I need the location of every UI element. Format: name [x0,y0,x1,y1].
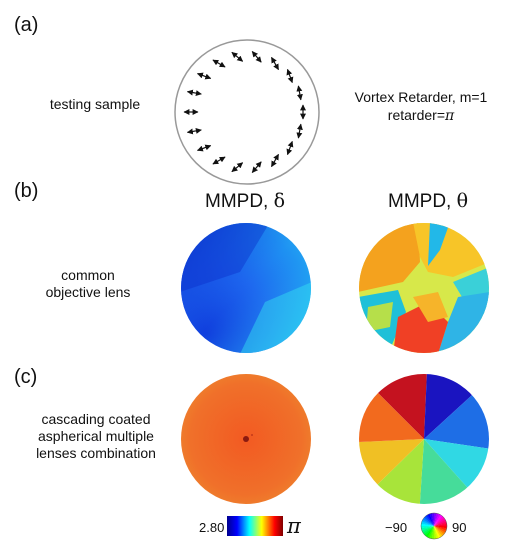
annotation-line-1: Vortex Retarder, m=1 [354,89,488,105]
wheel-segment [434,526,439,539]
vortex-retarder-sample [174,39,320,185]
double-arrow [270,56,280,71]
panel-label-b: (b) [14,180,39,202]
double-arrow [251,51,262,63]
wheel-segment [434,526,441,539]
colorwheel-theta [420,512,448,540]
wheel-segment [423,526,434,536]
column-title-delta: MMPD, δ [205,190,285,213]
mmpd-delta-objective-lens-map [181,223,311,353]
column-title-theta-text: MMPD, [388,191,457,212]
wheel-segment [425,526,434,538]
wheel-segment [427,526,434,539]
wheel-segment [434,526,444,537]
colorbar-theta-max: 90 [452,520,467,535]
double-arrow [296,85,303,101]
pi-symbol: π [445,108,455,124]
wheel-segment [424,515,434,526]
wheel-segment [427,513,434,526]
wheel-segment [422,517,434,526]
mmpd-theta-cascading-lenses-map [359,374,489,504]
row-label-a: testing sample [49,96,141,112]
colorbar-delta-jet [227,516,283,536]
sample-outline [174,39,320,185]
wheel-segment [434,513,441,526]
annotation-line-2-prefix: retarder= [387,107,445,123]
colorbar-theta-min: −90 [385,520,408,535]
double-arrow [286,68,294,84]
colorbar-delta-min: 2.80 [199,520,225,535]
wheel-segment [421,526,434,533]
wheel-segment [434,519,447,526]
row-label-c-line-1: cascading coated [41,411,151,427]
fast-axis-arrows [183,51,306,173]
mmpd-theta-objective-lens-map [359,223,489,353]
wheel-segment [422,526,434,535]
row-label-c-line-3: lenses combination [36,445,156,461]
annotation-line-2: retarder=π [336,106,506,125]
wheel-segment [425,514,434,526]
double-arrow [231,51,244,62]
row-label-c: cascading coated aspherical multiple len… [26,411,166,462]
double-arrow [196,72,212,80]
delta-symbol: δ [273,190,286,212]
double-arrow [231,162,244,173]
column-title-delta-text: MMPD, [205,191,274,212]
wheel-segment [421,525,434,529]
double-arrow [270,153,280,168]
double-arrow [212,59,226,68]
row-label-b: common objective lens [28,267,148,301]
wheel-segment [434,514,443,526]
panel-label-c: (c) [14,366,38,388]
double-arrow [296,123,303,139]
double-arrow [212,156,226,165]
wheel-segment [434,516,445,526]
double-arrow [286,140,294,156]
wheel-segment [434,526,447,533]
double-arrow [186,89,202,97]
double-arrow [196,144,212,152]
wheel-segment [434,526,443,538]
wheel-segment [421,526,434,531]
wheel-segment [433,526,437,539]
double-arrow [186,127,202,135]
wheel-segment [434,517,446,526]
colorbar-delta-max: π [287,514,301,538]
wheel-segment [421,519,434,526]
wheel-segment [431,513,435,526]
vortex-retarder-annotation: Vortex Retarder, m=1 retarder=π [336,88,506,125]
row-label-b-line-1: common [61,267,115,283]
wheel-segment [429,513,434,526]
wheel-segment [434,526,446,535]
wheel-segment [434,523,447,527]
wheel-segment [434,521,447,526]
row-label-b-line-2: objective lens [45,284,131,300]
panel-label-a: (a) [14,14,39,36]
theta-symbol: θ [456,190,469,212]
row-label-c-line-2: aspherical multiple [38,428,154,444]
mmpd-delta-cascading-lenses-map [181,374,311,504]
double-arrow [251,161,262,173]
defect-spot [243,436,249,442]
column-title-theta: MMPD, θ [388,190,468,213]
